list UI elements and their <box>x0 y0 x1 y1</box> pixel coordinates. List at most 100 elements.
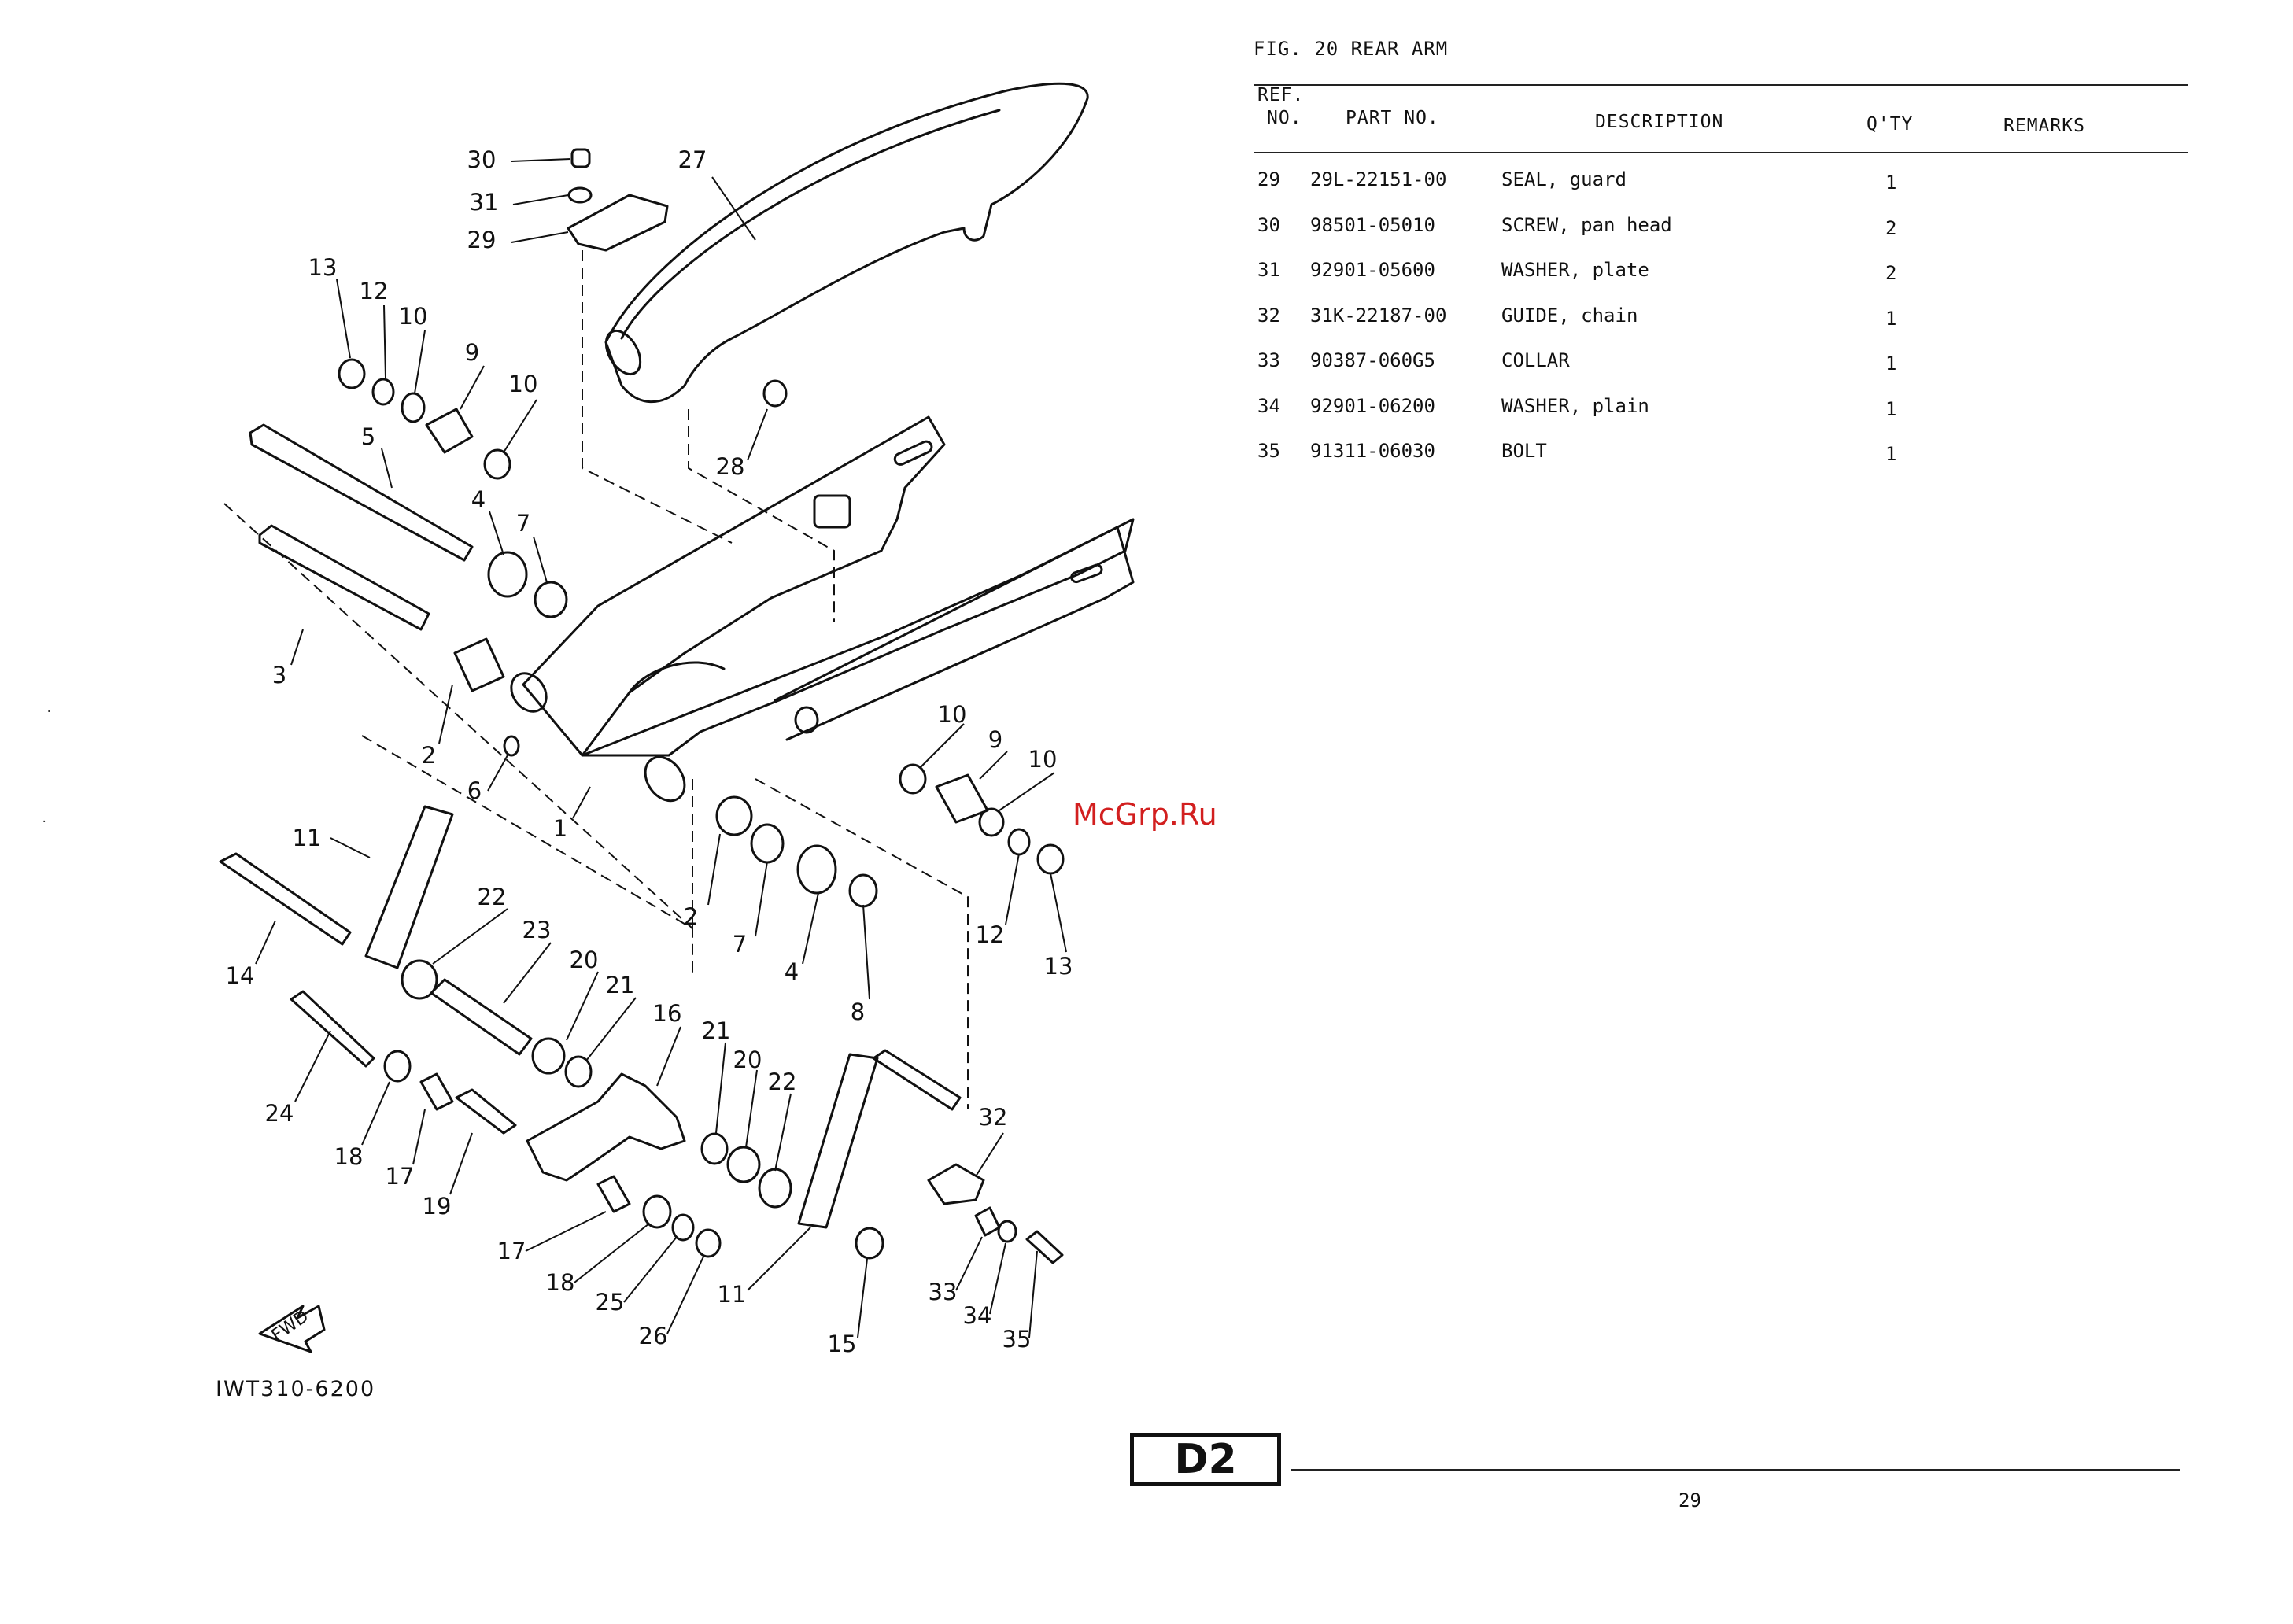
collar-23-drawing <box>430 978 533 1056</box>
callout-25: 25 <box>596 1289 625 1316</box>
shaft-pin-drawing <box>872 1049 962 1111</box>
callout-11: 11 <box>718 1281 747 1308</box>
callout-29: 29 <box>467 227 497 253</box>
leader-line <box>381 448 393 489</box>
watermark: McGrp.Ru <box>1073 797 1217 832</box>
callout-7: 7 <box>733 931 747 958</box>
callout-24: 24 <box>265 1100 294 1127</box>
callout-16: 16 <box>653 1000 682 1027</box>
callout-18: 18 <box>334 1143 364 1170</box>
bolt-24-drawing <box>290 990 375 1068</box>
cell-part-no: 29L-22151-00 <box>1310 168 1447 190</box>
screw-drawing <box>570 148 591 168</box>
leader-line <box>774 1093 792 1172</box>
cell-description: WASHER, plate <box>1501 259 1649 281</box>
seal-21b-drawing <box>700 1132 729 1165</box>
cell-ref: 31 <box>1257 259 1280 281</box>
seal-18-drawing <box>383 1050 412 1083</box>
washer-plate-drawing <box>567 186 593 204</box>
header-ref-line1: REF. <box>1257 85 1305 105</box>
header-part-no: PART NO. <box>1346 108 1439 128</box>
pivot-collar-shaft-drawing <box>258 524 430 631</box>
cell-qty: 1 <box>1885 172 1897 194</box>
header-qty: Q'TY <box>1867 114 1914 135</box>
leader-line <box>503 942 552 1004</box>
callout-20: 20 <box>733 1046 762 1073</box>
leader-line <box>449 1132 473 1195</box>
leader-line <box>955 1236 983 1291</box>
leader-line <box>255 920 276 965</box>
callout-21: 21 <box>606 972 635 998</box>
cap-8-drawing <box>848 873 878 908</box>
leader-line <box>920 723 965 768</box>
leader-line <box>1050 873 1067 953</box>
callout-9: 9 <box>988 726 1002 753</box>
leader-line <box>979 751 1008 780</box>
leader-line <box>1028 1250 1038 1338</box>
leader-line <box>857 1258 868 1338</box>
header-remarks: REMARKS <box>2003 116 2085 136</box>
leader-line <box>432 908 508 965</box>
bushing-2b-drawing <box>715 795 753 836</box>
cell-description: SCREW, pan head <box>1501 213 1672 236</box>
leader-line <box>290 629 304 666</box>
cell-description: COLLAR <box>1501 349 1570 371</box>
cell-part-no: 91311-06030 <box>1310 440 1435 462</box>
leader-line <box>707 833 721 906</box>
nut-13b-drawing <box>1036 843 1065 875</box>
chain-guard-drawing <box>604 82 1089 404</box>
callout-21: 21 <box>702 1017 731 1044</box>
leader-line <box>585 997 637 1061</box>
callout-28: 28 <box>716 453 745 480</box>
callout-18: 18 <box>546 1269 575 1296</box>
leader-line <box>715 1042 726 1134</box>
callout-6: 6 <box>467 777 482 804</box>
callout-10: 10 <box>509 371 538 397</box>
washer-12-drawing <box>371 378 395 406</box>
callout-23: 23 <box>522 917 552 943</box>
cell-ref: 29 <box>1257 168 1280 190</box>
bushing-17-drawing <box>419 1072 454 1111</box>
leader-line <box>666 1254 705 1334</box>
cell-description: SEAL, guard <box>1501 168 1627 190</box>
seal-10d-drawing <box>978 807 1005 837</box>
callout-7: 7 <box>516 510 530 537</box>
callout-3: 3 <box>272 662 286 688</box>
callout-10: 10 <box>1028 746 1058 773</box>
exploded-parts-diagram: 3031292713121095104732611091011142223202… <box>219 82 1135 1357</box>
cell-description: BOLT <box>1501 440 1547 462</box>
leader-line <box>487 755 508 792</box>
collar-33-drawing <box>974 1206 1001 1237</box>
cell-qty: 1 <box>1885 352 1897 375</box>
callout-14: 14 <box>226 962 255 989</box>
leader-line <box>512 194 569 205</box>
callout-19: 19 <box>423 1193 452 1220</box>
leader-line <box>503 399 537 453</box>
figure-title: FIG. 20 REAR ARM <box>1254 38 1449 60</box>
cell-part-no: 90387-060G5 <box>1310 349 1435 371</box>
header-description: DESCRIPTION <box>1595 112 1724 132</box>
leader-line <box>511 231 569 243</box>
leader-line <box>572 786 591 819</box>
section-code: D2 <box>1174 1436 1237 1483</box>
leader-line <box>975 1132 1004 1177</box>
table-header-rule <box>1254 152 2188 153</box>
seal-18b-drawing <box>642 1194 672 1229</box>
cell-part-no: 92901-05600 <box>1310 259 1435 281</box>
seal-guard-drawing <box>567 194 669 252</box>
callout-35: 35 <box>1002 1326 1032 1353</box>
seal-10c-drawing <box>899 763 927 795</box>
cell-ref: 32 <box>1257 304 1280 327</box>
callout-2: 2 <box>422 742 436 769</box>
leader-line <box>1005 853 1020 925</box>
callout-2: 2 <box>684 903 698 930</box>
cell-qty: 2 <box>1885 216 1897 239</box>
callout-10: 10 <box>399 303 428 330</box>
collar-19-drawing <box>455 1088 517 1135</box>
callout-12: 12 <box>360 278 389 304</box>
callout-22: 22 <box>768 1069 797 1095</box>
cell-description: GUIDE, chain <box>1501 304 1638 327</box>
bushing-9-drawing <box>425 408 474 454</box>
pivot-shaft-drawing <box>249 423 474 562</box>
table-top-rule <box>1254 84 2188 86</box>
